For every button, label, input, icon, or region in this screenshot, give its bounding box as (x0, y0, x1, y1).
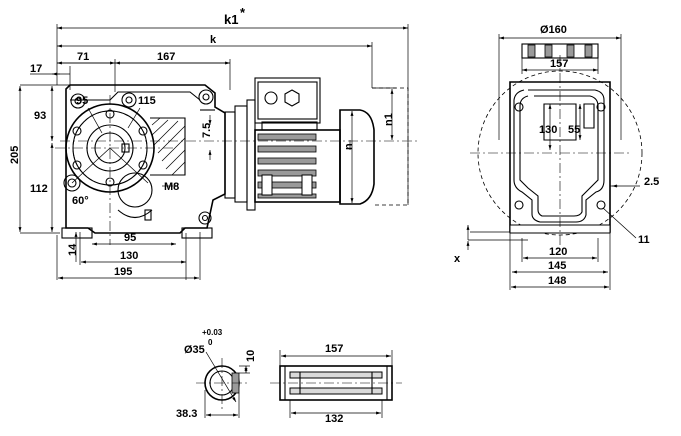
gearbox-labels: 95 115 M8 60° 7.5 (72, 95, 213, 207)
label-d35: Ø35 (184, 344, 205, 356)
label-2-5: 2.5 (644, 176, 659, 188)
label-130: 130 (120, 250, 138, 262)
label-7-5: 7.5 (201, 123, 213, 138)
label-112: 112 (30, 183, 48, 195)
label-k: k (210, 34, 217, 46)
label-195: 195 (114, 266, 132, 278)
label-115: 115 (138, 95, 156, 107)
label-k1: k1 (224, 12, 238, 27)
label-38-3: 38.3 (176, 408, 197, 420)
label-167: 167 (157, 51, 175, 63)
dim-side-bottom: x 120 145 148 (454, 225, 611, 290)
label-95-width: 95 (124, 232, 136, 244)
label-14: 14 (67, 243, 79, 256)
label-10: 10 (245, 350, 257, 362)
shaft-side: 157 132 (270, 343, 402, 425)
front-view: k1 * k 17 71 167 205 (9, 5, 420, 280)
gear-hatch (151, 117, 186, 176)
side-labels: 130 55 2.5 11 (539, 104, 659, 246)
label-71: 71 (77, 51, 89, 63)
label-157-side: 157 (550, 58, 568, 70)
dim-top-row: 17 71 167 (30, 51, 231, 92)
label-205: 205 (9, 146, 21, 164)
label-145: 145 (548, 260, 566, 272)
label-148: 148 (548, 275, 566, 287)
side-housing (470, 55, 630, 250)
dim-k: k (57, 34, 373, 88)
label-95-circle: 95 (76, 95, 88, 107)
label-x: x (454, 253, 461, 265)
label-55: 55 (568, 124, 580, 136)
motor-adapter (224, 99, 256, 211)
label-k1-mark: * (240, 5, 246, 20)
label-tol-lower: 0 (208, 338, 213, 347)
dim-n: n n1 (343, 87, 396, 203)
motor-fins (257, 133, 317, 199)
label-m8: M8 (164, 181, 179, 193)
label-n1: n1 (383, 113, 395, 126)
label-157-shaft: 157 (325, 343, 343, 355)
dim-k1: k1 * (56, 5, 409, 205)
motor (254, 77, 409, 206)
label-93: 93 (34, 110, 46, 122)
label-17: 17 (30, 63, 42, 75)
side-view: Ø160 157 (454, 24, 659, 290)
dim-bottom-row: 14 95 130 195 (56, 232, 201, 280)
label-132: 132 (325, 413, 343, 425)
label-tol-upper: +0.03 (202, 328, 223, 337)
label-130-side: 130 (539, 124, 557, 136)
gearbox-housing (55, 84, 420, 245)
label-d160: Ø160 (540, 24, 567, 36)
label-120: 120 (549, 246, 567, 258)
shaft-section: Ø35 +0.03 0 10 38.3 (176, 328, 257, 420)
dim-160: Ø160 (498, 24, 622, 140)
label-60deg: 60° (72, 195, 89, 207)
label-11: 11 (638, 234, 650, 246)
dim-left-col: 205 93 112 (9, 84, 80, 234)
label-n: n (343, 143, 355, 150)
